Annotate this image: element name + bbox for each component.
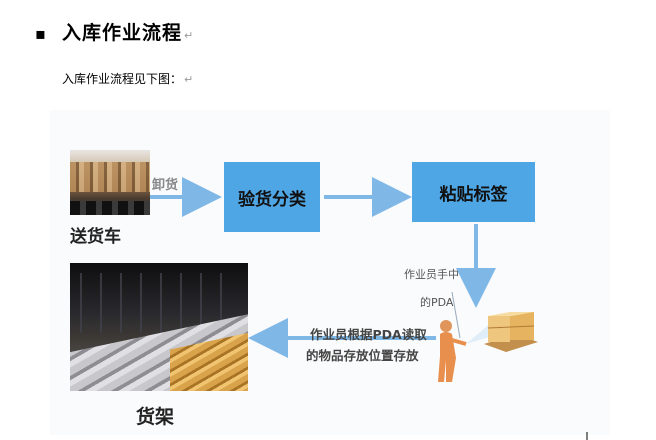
shelf-label: 货架	[136, 406, 175, 428]
pda-text-line1: 作业员手中	[404, 268, 459, 281]
paragraph-mark-icon: ↵	[184, 73, 194, 86]
paragraph-mark-icon: ↵	[184, 29, 195, 42]
pda-text-line2: 的PDA	[420, 296, 454, 309]
truck-photo	[70, 150, 150, 215]
heading-title: 入库作业流程	[62, 22, 183, 44]
shelf-photo	[70, 263, 248, 391]
apply-label-box: 粘贴标签	[412, 162, 535, 222]
pda-pointer	[451, 291, 461, 339]
logs-cargo	[70, 162, 150, 192]
read-text-line1: 作业员根据PDA读取	[310, 327, 427, 342]
paragraph-text: 入库作业流程见下图：	[62, 72, 183, 86]
truck-wheels	[70, 201, 150, 215]
pallet-boxes	[484, 312, 538, 352]
list-bullet: ▪	[35, 24, 46, 43]
section-heading: 入库作业流程↵	[62, 18, 194, 45]
worker-figure	[438, 320, 467, 382]
unload-label: 卸货	[152, 178, 179, 193]
truck-label: 送货车	[70, 227, 121, 247]
body-paragraph: 入库作业流程见下图：↵	[62, 70, 193, 87]
inspect-sort-box: 验货分类	[224, 162, 320, 232]
read-text-line2: 的物品存放位置存放	[306, 348, 419, 363]
